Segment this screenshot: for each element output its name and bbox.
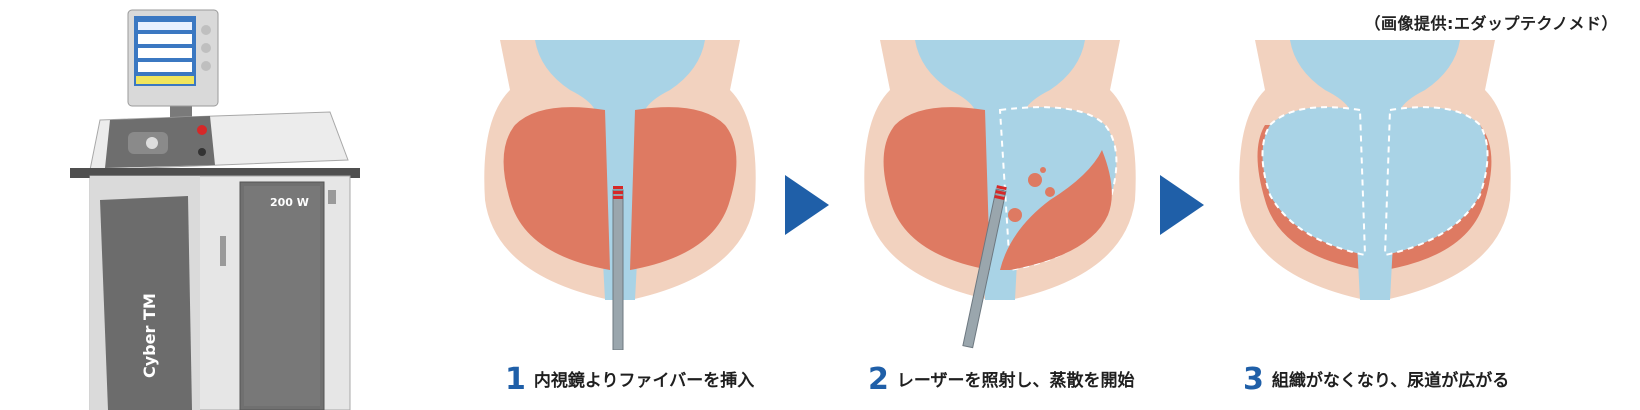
step-text-1: 内視鏡よりファイバーを挿入	[533, 371, 755, 391]
step-text-2: レーザーを照射し、蒸散を開始	[896, 371, 1135, 391]
step-number-2: 2	[868, 362, 889, 397]
step-panel-3	[1225, 0, 1525, 410]
device-brand-label: Cyber TM	[140, 293, 159, 378]
tissue-right-1	[630, 107, 737, 271]
step-caption-2: 2 レーザーを照射し、蒸散を開始	[868, 362, 1135, 397]
step-panel-1	[470, 0, 770, 410]
arrow-right-icon	[1160, 175, 1204, 235]
step-panel-2	[850, 0, 1150, 410]
prostate-diagram-2	[864, 40, 1136, 349]
step-caption-1: 1 内視鏡よりファイバーを挿入	[505, 362, 754, 397]
cavity-right-3	[1383, 106, 1489, 257]
step-number-3: 3	[1243, 362, 1264, 397]
laser-device-illustration: 200 W Cyber TM	[70, 9, 360, 410]
step-caption-3: 3 組織がなくなり、尿道が広がる	[1243, 362, 1509, 397]
cavity-left-3	[1261, 106, 1367, 257]
tissue-left-1	[503, 107, 610, 271]
arrow-right-icon	[785, 175, 829, 235]
image-credit: （画像提供:エダップテクノメド）	[1364, 14, 1618, 33]
step-text-3: 組織がなくなり、尿道が広がる	[1271, 371, 1510, 391]
device-power-label: 200 W	[270, 196, 309, 209]
prostate-diagram-1	[484, 40, 756, 351]
prostate-diagram-3	[1239, 40, 1511, 300]
step-number-1: 1	[505, 362, 526, 397]
tissue-left-2	[883, 107, 990, 271]
fiber-scope-angled	[962, 188, 1007, 349]
fiber-scope	[612, 189, 624, 351]
